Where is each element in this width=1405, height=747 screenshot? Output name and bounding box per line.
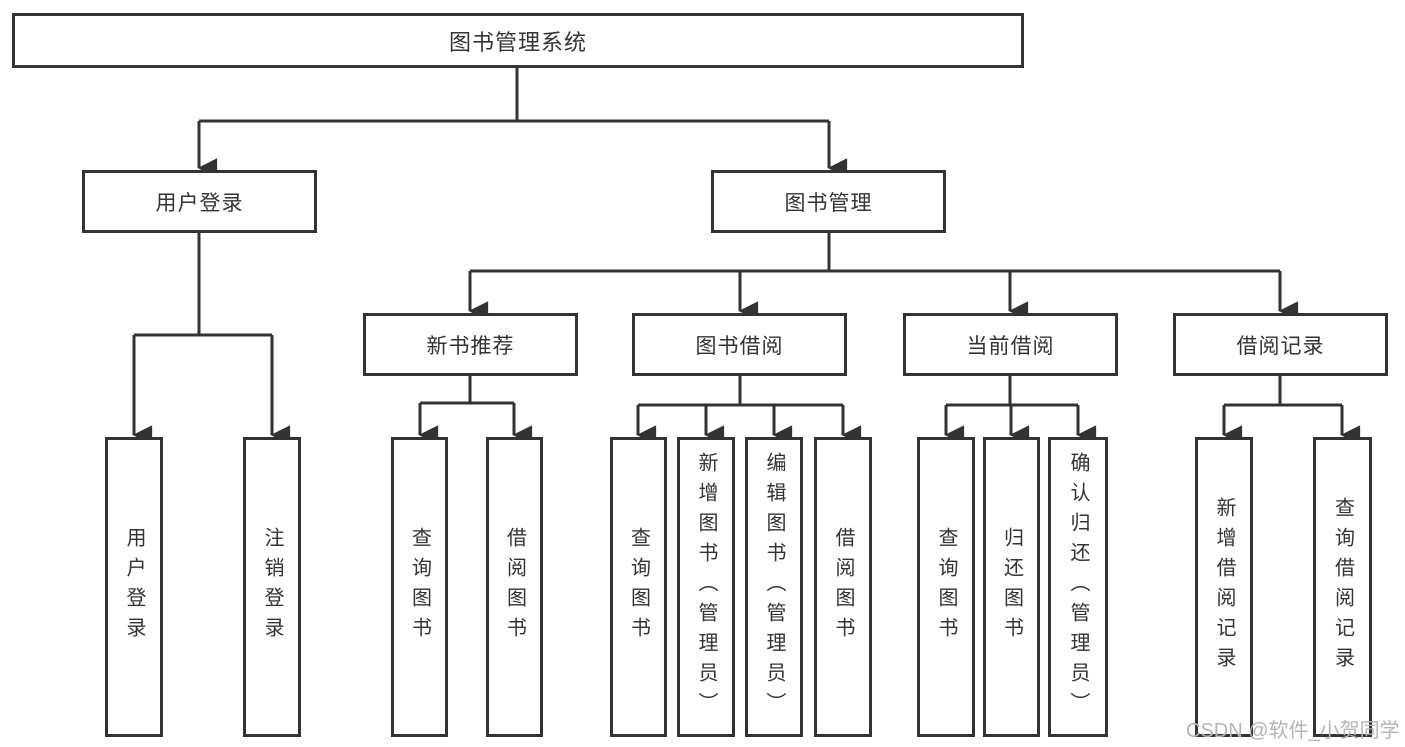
node-label: 归还图书 [1000, 527, 1023, 647]
leaf-edit-books-admin: 编辑图书（管理员） [745, 437, 803, 737]
node-borrowing-records: 借阅记录 [1173, 313, 1388, 376]
node-label: 借阅图书 [832, 527, 854, 647]
node-book-management: 图书管理 [711, 170, 946, 233]
node-label: 注销登录 [261, 527, 283, 647]
node-label: 图书管理系统 [448, 29, 587, 55]
node-label: 确认归还（管理员） [1067, 452, 1089, 722]
leaf-query-books-1: 查询图书 [391, 437, 448, 737]
leaf-add-books-admin: 新增图书（管理员） [677, 437, 735, 737]
node-label: 编辑图书（管理员） [763, 452, 785, 722]
node-label: 用户登录 [123, 527, 145, 647]
node-label: 当前借阅 [966, 334, 1055, 358]
node-label: 用户登录 [155, 191, 244, 215]
node-label: 查询图书 [627, 527, 650, 647]
leaf-query-borrow-record: 查询借阅记录 [1313, 437, 1372, 737]
node-label: 借阅图书 [503, 527, 526, 647]
leaf-borrow-books-2: 借阅图书 [814, 437, 872, 737]
node-label: 新增借阅记录 [1213, 497, 1235, 677]
node-new-book-recommend: 新书推荐 [363, 313, 578, 376]
leaf-query-books-2: 查询图书 [610, 437, 667, 737]
node-label: 借阅记录 [1236, 334, 1325, 358]
node-root-system: 图书管理系统 [12, 13, 1024, 68]
node-label: 新书推荐 [426, 334, 515, 358]
leaf-add-borrow-record: 新增借阅记录 [1195, 437, 1253, 737]
leaf-borrow-books-1: 借阅图书 [486, 437, 543, 737]
tree-branch-lines [134, 68, 1342, 407]
leaf-return-books: 归还图书 [983, 437, 1040, 737]
node-label: 查询图书 [408, 527, 431, 647]
node-label: 新增图书（管理员） [695, 452, 717, 722]
node-current-borrowing: 当前借阅 [903, 313, 1118, 376]
node-book-borrowing: 图书借阅 [632, 313, 847, 376]
leaf-logout: 注销登录 [243, 437, 301, 737]
node-label: 查询借阅记录 [1331, 497, 1354, 677]
node-label: 图书管理 [784, 191, 873, 215]
node-label: 图书借阅 [695, 334, 784, 358]
csdn-watermark: CSDN @软件_小贺同学 [1186, 720, 1400, 742]
node-user-login: 用户登录 [82, 170, 317, 233]
leaf-confirm-return-admin: 确认归还（管理员） [1048, 437, 1108, 737]
node-label: 查询图书 [935, 527, 957, 647]
leaf-user-login: 用户登录 [105, 437, 163, 737]
leaf-query-books-3: 查询图书 [917, 437, 975, 737]
